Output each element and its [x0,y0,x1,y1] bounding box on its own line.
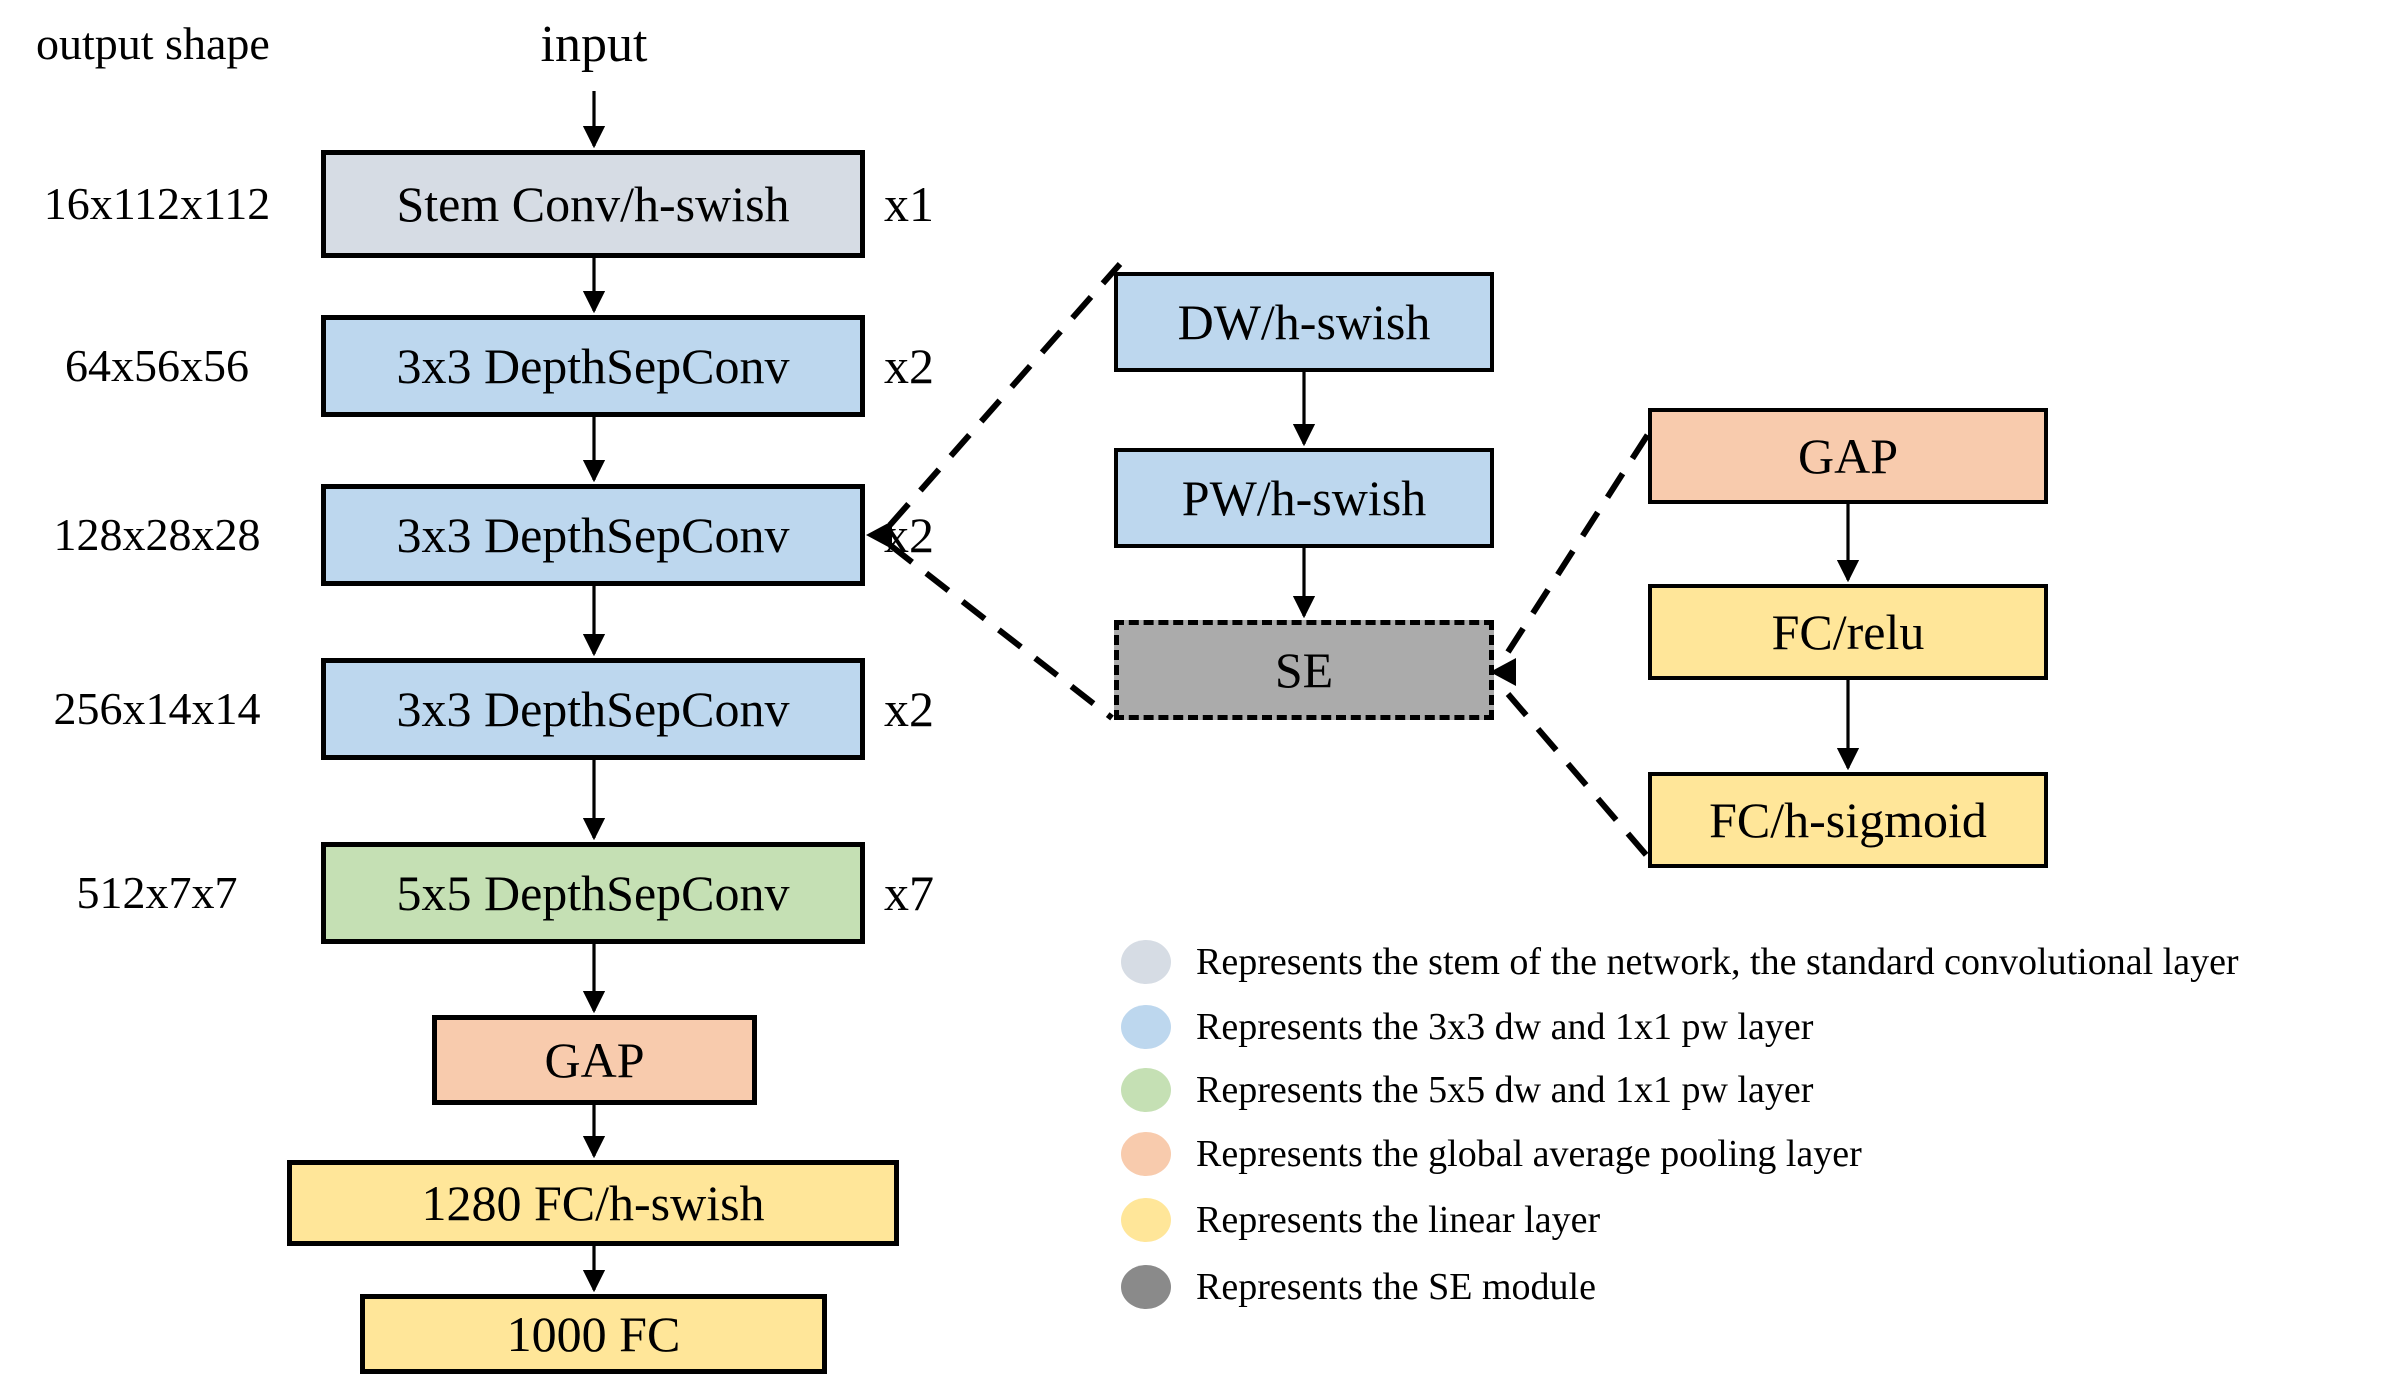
block-depthsepconv-2-label: 3x3 DepthSepConv [396,507,790,563]
bracket2-arrowhead [1490,658,1516,686]
multiplier-b5: x7 [884,865,934,921]
detail-pw-hswish-label: PW/h-swish [1181,470,1427,526]
output-shape-title: output shape [36,18,270,69]
detail-se-module: SE [1114,620,1494,720]
se-detail-fc-relu-label: FC/relu [1771,604,1925,660]
se-detail-gap-label: GAP [1797,428,1899,484]
input-label: input [540,16,648,73]
block-depthsepconv-5x5-label: 5x5 DepthSepConv [396,865,790,921]
block-stem-conv-label: Stem Conv/h-swish [396,176,790,232]
multiplier-b2: x2 [884,338,934,394]
block-depthsepconv-1-label: 3x3 DepthSepConv [396,338,790,394]
block-depthsepconv-5x5: 5x5 DepthSepConv [321,842,865,944]
legend-dot-gap [1121,1132,1171,1176]
output-shape-b5: 512x7x7 [76,867,238,918]
block-depthsepconv-3-label: 3x3 DepthSepConv [396,681,790,737]
block-fc-1280: 1280 FC/h-swish [287,1160,899,1246]
legend-dot-linear [1121,1198,1171,1242]
legend-label-stem: Represents the stem of the network, the … [1196,941,2239,983]
legend-dot-3x3 [1121,1005,1171,1049]
block-fc-1000: 1000 FC [360,1294,827,1374]
bracket1-lower-ray [888,542,1114,721]
se-detail-gap: GAP [1648,408,2048,504]
block-fc-1280-label: 1280 FC/h-swish [421,1175,765,1231]
legend-label-3x3: Represents the 3x3 dw and 1x1 pw layer [1196,1006,1814,1048]
legend-dot-se [1121,1265,1171,1309]
multiplier-b3: x2 [884,507,934,563]
bracket1-upper-ray [887,262,1123,527]
bracket1-arrowhead [866,521,892,549]
detail-pw-hswish: PW/h-swish [1114,448,1494,548]
multiplier-b4: x2 [884,681,934,737]
block-gap-label: GAP [544,1032,645,1088]
bracket2-lower-ray [1505,692,1657,866]
output-shape-stem: 16x112x112 [43,178,271,229]
legend-dot-5x5 [1121,1068,1171,1112]
block-gap: GAP [432,1015,757,1105]
se-detail-fc-hsigmoid-label: FC/h-sigmoid [1709,792,1987,848]
block-stem-conv: Stem Conv/h-swish [321,150,865,258]
block-fc-1000-label: 1000 FC [506,1306,681,1362]
detail-dw-hswish: DW/h-swish [1114,272,1494,372]
bracket2-upper-ray [1505,426,1655,654]
output-shape-b4: 256x14x14 [53,683,261,734]
output-shape-b3: 128x28x28 [53,509,261,560]
output-shape-b2: 64x56x56 [65,340,249,391]
legend-dot-stem [1121,940,1171,984]
legend-label-5x5: Represents the 5x5 dw and 1x1 pw layer [1196,1069,1814,1111]
block-depthsepconv-3: 3x3 DepthSepConv [321,658,865,760]
block-depthsepconv-2: 3x3 DepthSepConv [321,484,865,586]
legend-label-se: Represents the SE module [1196,1266,1596,1308]
multiplier-stem: x1 [884,176,934,232]
se-detail-fc-hsigmoid: FC/h-sigmoid [1648,772,2048,868]
legend-label-linear: Represents the linear layer [1196,1199,1601,1241]
legend-label-gap: Represents the global average pooling la… [1196,1133,1862,1175]
detail-dw-hswish-label: DW/h-swish [1177,294,1431,350]
detail-se-module-label: SE [1274,642,1334,698]
block-depthsepconv-1: 3x3 DepthSepConv [321,315,865,417]
se-detail-fc-relu: FC/relu [1648,584,2048,680]
